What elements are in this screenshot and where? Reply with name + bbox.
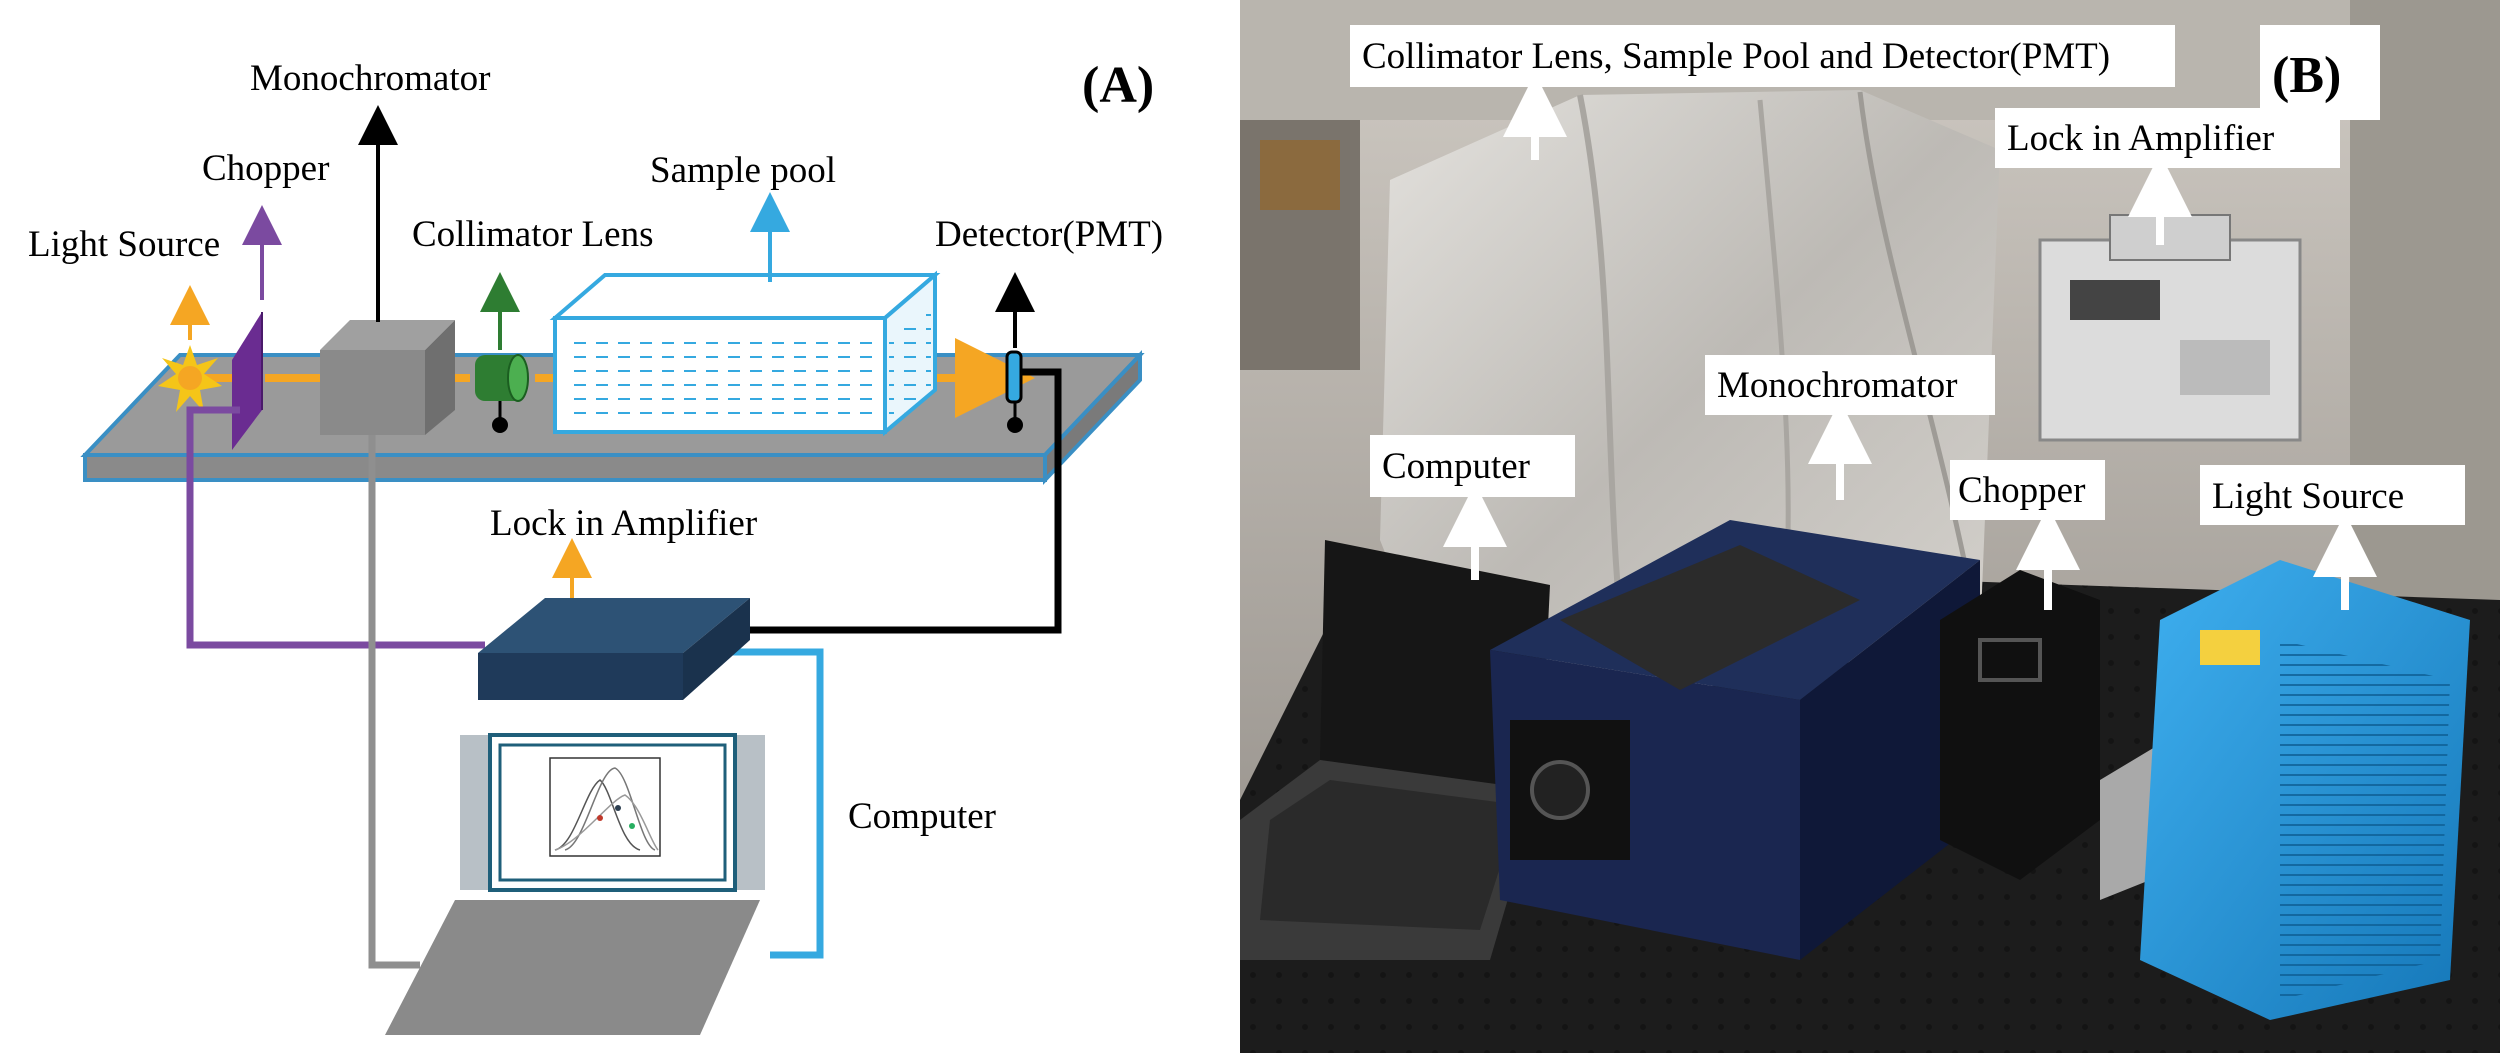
- label-sample-pool: Sample pool: [650, 150, 836, 191]
- spectrum-thumbnail: [549, 757, 661, 857]
- label-monochromator: Monochromator: [250, 58, 490, 99]
- photo-canvas: Collimator Lens, Sample Pool and Detecto…: [1240, 0, 2500, 1053]
- panel-a-label: (A): [1082, 57, 1154, 114]
- photo-label-light-source: Light Source: [2212, 476, 2404, 517]
- chopper-icon: [232, 205, 282, 450]
- label-box-panel-b: [2260, 25, 2380, 120]
- panel-b-label: (B): [2272, 47, 2341, 104]
- photo-annotations: Collimator Lens, Sample Pool and Detecto…: [1350, 25, 2465, 610]
- monochromator-device: [1490, 520, 1980, 960]
- cardboard-box: [1260, 140, 1340, 210]
- light-source-device: [2100, 560, 2470, 1020]
- photo-label-monochromator: Monochromator: [1717, 365, 1957, 406]
- photo-label-computer: Computer: [1382, 446, 1530, 487]
- chopper-device: [1940, 570, 2100, 880]
- photo-label-chopper: Chopper: [1958, 470, 2085, 511]
- label-collimator-lens: Collimator Lens: [412, 214, 654, 255]
- label-chopper: Chopper: [202, 148, 329, 189]
- label-computer: Computer: [848, 796, 996, 837]
- laptop-device: [1240, 540, 1550, 960]
- label-lock-in-amplifier: Lock in Amplifier: [490, 503, 757, 544]
- cables: [186, 368, 1062, 969]
- photo-label-collimator-sample-detector: Collimator Lens, Sample Pool and Detecto…: [1362, 36, 2110, 77]
- panel-a-schematic: Monochromator Chopper Sample pool Light …: [0, 0, 1240, 1053]
- detector-icon: [995, 272, 1035, 433]
- schematic-canvas: Monochromator Chopper Sample pool Light …: [28, 57, 1163, 1035]
- computer-icon: [385, 733, 765, 1035]
- collimator-lens-icon: [475, 272, 529, 433]
- panel-b-photo: Collimator Lens, Sample Pool and Detecto…: [1240, 0, 2500, 1053]
- label-light-source: Light Source: [28, 224, 220, 265]
- light-source-icon: [158, 285, 222, 412]
- photo-label-lock-in-amplifier: Lock in Amplifier: [2007, 118, 2274, 159]
- monochromator-icon: [320, 105, 455, 435]
- label-box-collimator: [1350, 25, 2175, 87]
- label-detector: Detector(PMT): [935, 214, 1163, 255]
- lock-in-amplifier-icon: [478, 538, 750, 700]
- sample-pool-icon: [549, 192, 941, 437]
- lock-in-amplifier-device: [2038, 214, 2302, 442]
